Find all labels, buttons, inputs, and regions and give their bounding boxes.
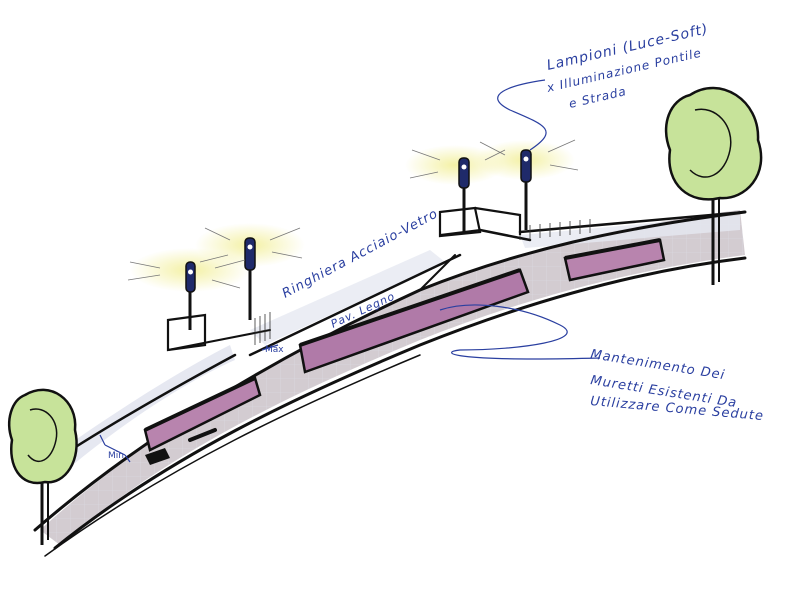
railing-hatching xyxy=(254,219,591,345)
light-rays xyxy=(127,139,579,289)
lamp-post-4 xyxy=(520,149,532,230)
tree-left xyxy=(8,388,78,545)
lamp-posts xyxy=(185,149,532,330)
benches xyxy=(143,238,666,452)
dimension-max-label: Max xyxy=(265,345,284,355)
lamp-post-3 xyxy=(458,157,470,232)
dimension-min-label: Min xyxy=(108,451,124,461)
tree-right xyxy=(664,86,763,285)
lamp-post-2 xyxy=(244,237,256,320)
leader-lines xyxy=(99,79,601,463)
lamp-post-1 xyxy=(185,261,196,330)
annotation-walls: Mantenimento Dei Muretti Esistenti Da Ut… xyxy=(589,347,764,424)
walkway xyxy=(40,210,745,545)
